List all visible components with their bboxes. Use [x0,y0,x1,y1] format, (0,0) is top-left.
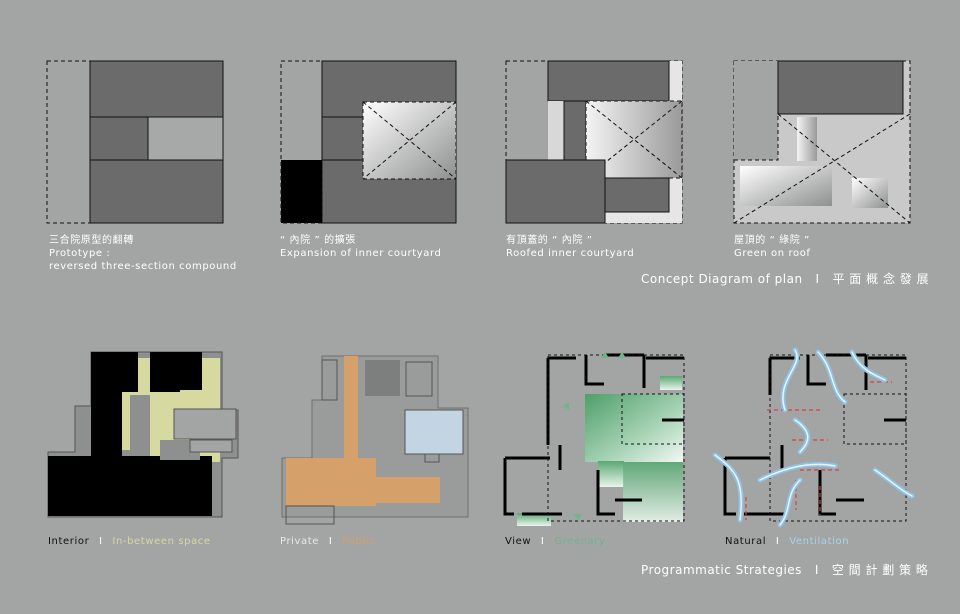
legend-interior-inbetween: Interior I In-between space [48,536,211,547]
concept-diagram-4 [733,60,911,224]
legend-1-sep: I [99,536,103,547]
concept-caption-1-en-line1: Prototype : [49,248,111,259]
plan-interior-inbetween [47,351,239,518]
concept-caption-4-zh: 屋頂的 “ 綠院 ” [734,235,810,246]
legend-3-b: Greenary [554,536,606,547]
legend-natural-ventilation: Natural I Ventilation [725,536,849,547]
legend-1-a: Interior [48,536,90,547]
concept-caption-1-zh: 三合院原型的翻轉 [49,235,134,246]
legend-view-greenery: View I Greenary [505,536,606,547]
concept-caption-1-en-line2: reversed three-section compound [49,261,237,272]
concept-caption-3: 有頂蓋的 “ 內院 ” Roofed inner courtyard [506,234,634,260]
legend-3-sep: I [540,536,545,547]
concept-caption-3-en: Roofed inner courtyard [506,248,635,259]
concept-caption-4: 屋頂的 “ 綠院 ” Green on roof [734,234,811,260]
concept-diagram-3 [505,60,683,224]
concept-section-title: Concept Diagram of plan I 平 面 概 念 發 展 [641,272,930,286]
concept-diagram-2 [280,60,457,224]
legend-2-sep: I [328,536,333,547]
concept-diagram-1 [46,60,224,224]
legend-private-public: Private I Public [280,536,375,547]
legend-2-b: Public [342,536,376,547]
concept-caption-1: 三合院原型的翻轉 Prototype : reversed three-sect… [49,234,237,273]
legend-3-a: View [505,536,532,547]
legend-4-sep: I [775,536,780,547]
strategies-section-title: Programmatic Strategies I 空 間 計 劃 策 略 [641,563,929,577]
plan-private-public [281,355,469,525]
concept-caption-4-en: Green on roof [734,248,811,259]
plan-view-greenery [503,352,685,526]
legend-4-b: Ventilation [789,536,850,547]
concept-caption-3-zh: 有頂蓋的 “ 內院 ” [506,235,593,246]
concept-caption-2-zh: “ 內院 ” 的擴張 [280,235,356,246]
legend-4-a: Natural [725,536,767,547]
legend-2-a: Private [280,536,320,547]
plan-natural-ventilation [712,347,915,528]
legend-1-b: In-between space [112,536,211,547]
concept-caption-2-en: Expansion of inner courtyard [280,248,442,259]
concept-caption-2: “ 內院 ” 的擴張 Expansion of inner courtyard [280,234,442,260]
